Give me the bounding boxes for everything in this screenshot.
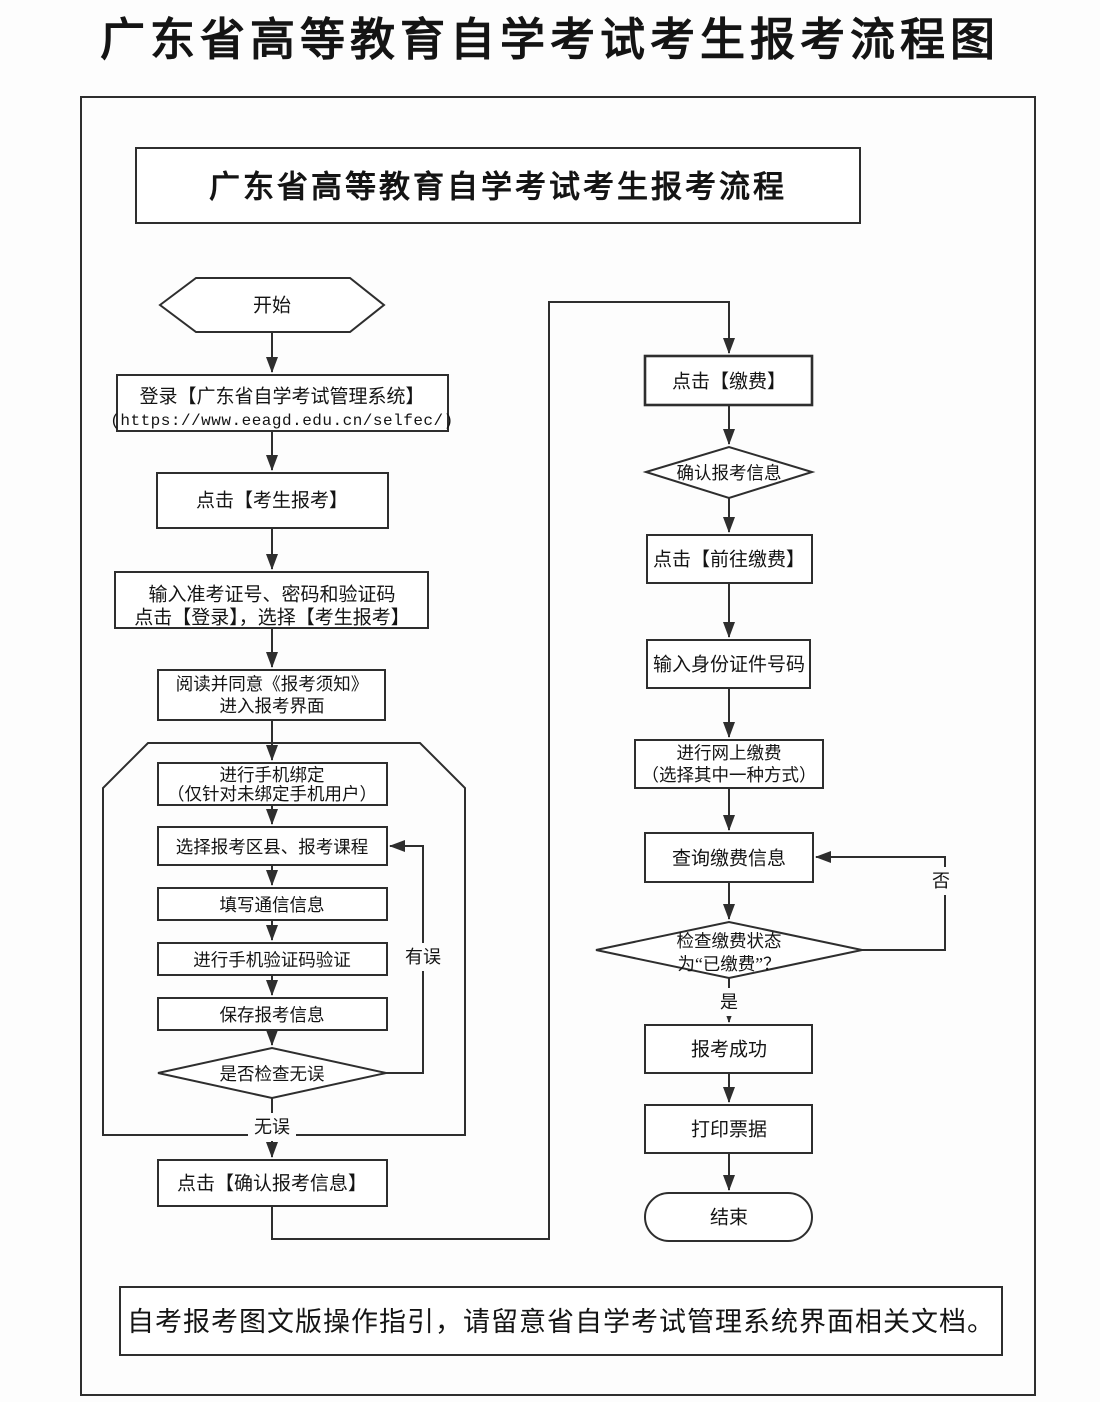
node-click-register-label: 点击【考生报考】 [196,490,348,512]
node-print-label: 打印票据 [691,1119,767,1141]
node-query-pay [644,832,814,883]
node-success-label: 报考成功 [691,1039,767,1061]
node-login [116,374,449,432]
edge-label-no: 否 [932,871,950,891]
node-success [644,1024,813,1074]
node-select-course [157,826,388,866]
node-credentials [114,571,429,629]
node-fill-contact [157,887,388,921]
page-title: 广东省高等教育自学考试考生报考流程图 [100,15,1000,65]
node-confirm-decision-label: 确认报考信息 [677,463,782,483]
node-start [158,277,386,333]
node-notice [157,669,386,721]
edge-label-has-error: 有误 [405,947,441,967]
node-confirm-info [157,1159,388,1207]
diagram-title-box [135,147,861,224]
node-sms-verify [157,942,388,976]
edge-label-yes: 是 [720,992,738,1012]
footer-note: 自考报考图文版操作指引，请留意省自学考试管理系统界面相关文档。 [127,1307,995,1337]
diagram-title: 广东省高等教育自学考试考生报考流程 [209,170,787,205]
node-pay-check-decision [595,920,863,980]
node-bind-phone [157,762,388,806]
node-notice-label-2: 进入报考界面 [220,696,325,716]
edge-label-bg [716,988,742,1016]
node-goto-pay [646,534,813,584]
node-pay-check-label-2: 为“已缴费”？ [677,954,780,974]
node-credentials-label-1: 输入准考证号、密码和验证码 [148,584,395,606]
node-bind-phone-label-1: 进行手机绑定 [220,765,325,785]
node-bind-phone-label-2: （仅针对未绑定手机用户） [167,784,377,804]
node-pay-check-label-1: 检查缴费状态 [677,931,782,951]
connector-confirm-pay [271,301,735,1240]
node-credentials-label-2: 点击【登录】，选择【考生报考】 [134,607,410,629]
node-start-label: 开始 [253,295,291,317]
outer-border [80,96,1036,1396]
node-print [644,1104,813,1154]
node-end [644,1192,813,1242]
node-check-decision [157,1046,387,1100]
node-click-pay [643,354,814,407]
node-confirm-info-label: 点击【确认报考信息】 [177,1173,367,1195]
node-end-label: 结束 [710,1207,748,1229]
node-save-info [157,997,388,1031]
node-fill-contact-label: 填写通信信息 [220,895,325,915]
node-click-register [156,472,389,529]
node-notice-label-1: 阅读并同意《报考须知》 [176,674,369,694]
node-check-decision-label: 是否检查无误 [220,1064,325,1084]
edge-label-no-error: 无误 [254,1117,290,1137]
node-enter-id [646,639,811,689]
node-goto-pay-label: 点击【前往缴费】 [653,549,805,571]
footer-note-box [119,1286,1003,1356]
node-login-label-2: (https://www.eeagd.edu.cn/selfec/) [110,412,453,430]
node-select-course-label: 选择报考区县、报考课程 [176,837,369,857]
node-online-pay [634,739,824,789]
node-sms-verify-label: 进行手机验证码验证 [193,950,351,970]
loop-container [102,742,466,1136]
connector-no-loop [815,851,946,951]
node-save-info-label: 保存报考信息 [220,1005,325,1025]
node-confirm-decision [642,445,816,500]
node-login-label-1: 登录【广东省自学考试管理系统】 [139,386,424,408]
edge-label-bg [928,867,954,895]
node-online-pay-label-1: 进行网上缴费 [677,743,782,763]
node-enter-id-label: 输入身份证件号码 [653,654,805,676]
node-online-pay-label-2: （选择其中一种方式） [642,765,817,785]
node-click-pay-label: 点击【缴费】 [672,371,786,393]
edge-label-bg [400,943,446,971]
edge-label-bg [248,1113,296,1141]
node-query-pay-label: 查询缴费信息 [672,848,786,870]
